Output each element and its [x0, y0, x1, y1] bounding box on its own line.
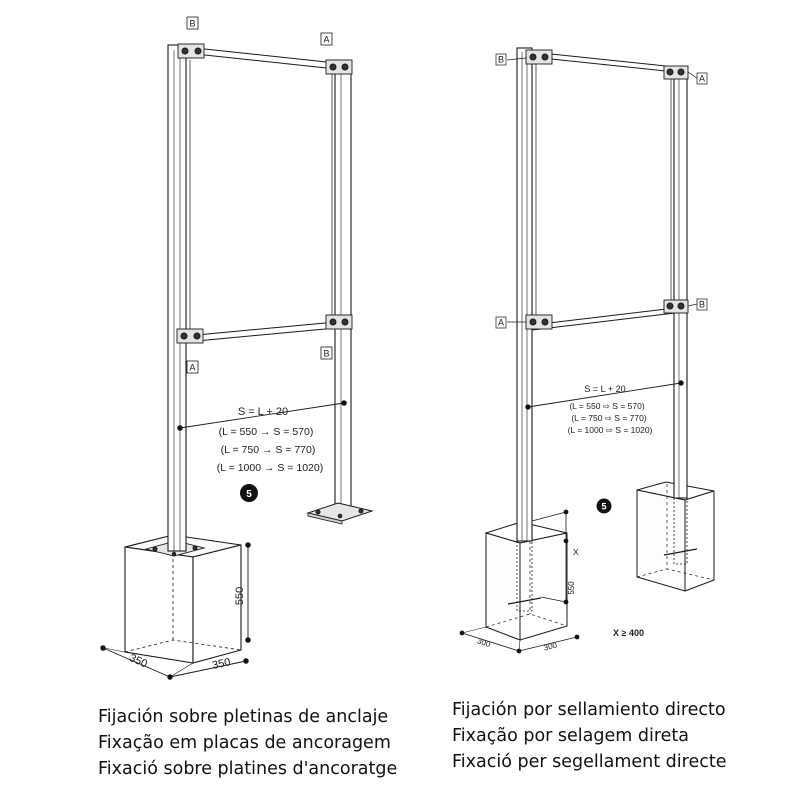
left-dim-width-right: 350: [211, 656, 231, 672]
left-caption-ca: Fixació sobre platines d'ancoratge: [98, 759, 398, 779]
right-dimension-lines: [459, 509, 580, 654]
svg-text:B: B: [699, 300, 705, 310]
left-panel-rails: [185, 46, 337, 343]
left-caption-es: Fijación sobre pletinas de anclaje: [98, 707, 389, 727]
right-dim-width-left: 300: [476, 636, 492, 649]
right-dim-x: X: [573, 547, 579, 557]
left-concrete-block: [124, 534, 242, 664]
svg-text:A: A: [323, 35, 329, 45]
left-formula-case-550: (L = 550 → S = 570): [219, 426, 314, 438]
left-post-1: [167, 44, 187, 552]
left-anchor-plate: [306, 502, 374, 525]
left-label-box-a-bottom: A: [186, 360, 199, 374]
svg-text:A: A: [498, 318, 504, 328]
right-s-dimension-line: [525, 380, 684, 410]
left-caption: Fijación sobre pletinas de anclaje Fixaç…: [98, 704, 397, 782]
right-formula-case-550: (L = 550 ⇨ S = 570): [569, 401, 644, 411]
right-label-box-b-bottom: B: [696, 298, 708, 311]
left-clamp-bottom-a: [176, 328, 204, 344]
right-figure: [459, 47, 715, 654]
left-figure: [100, 43, 374, 680]
svg-text:A: A: [189, 363, 195, 373]
right-caption-pt: Fixação por selagem direta: [452, 726, 690, 746]
left-dim-height: 550: [234, 587, 246, 605]
right-dim-height: 550: [567, 581, 576, 595]
right-caption-ca: Fixació per segellament directe: [452, 752, 727, 772]
right-constraint: X ≥ 400: [613, 628, 644, 638]
left-clamp-top-b: [177, 43, 205, 59]
right-clamp-bottom-b: [663, 299, 689, 314]
left-post-2: [334, 69, 352, 513]
left-label-box-b-top: B: [186, 16, 199, 30]
right-label-box-b-top: B: [495, 53, 507, 66]
svg-text:B: B: [189, 19, 195, 29]
left-formula-case-750: (L = 750 → S = 770): [221, 444, 316, 456]
right-panel-rails: [531, 51, 676, 331]
right-formula-main: S = L + 20: [584, 384, 625, 394]
left-clamp-bottom-b: [325, 314, 353, 330]
right-label-box-a-bottom: A: [495, 316, 507, 329]
right-clamp-bottom-a: [525, 314, 553, 330]
left-s-dimension-line: [177, 400, 347, 431]
left-formula-case-1000: (L = 1000 → S = 1020): [217, 462, 323, 474]
right-caption-es: Fijación por sellamiento directo: [452, 700, 726, 720]
right-post-1: [507, 47, 542, 612]
left-caption-pt: Fixação em placas de ancoragem: [98, 733, 391, 753]
right-clamp-top-a: [663, 65, 689, 80]
svg-text:5: 5: [601, 502, 606, 512]
left-step-badge: 5: [240, 484, 258, 502]
svg-text:5: 5: [246, 489, 252, 500]
svg-text:B: B: [323, 349, 329, 359]
left-label-box-a-top: A: [320, 32, 333, 46]
right-label-leaders: [506, 57, 698, 323]
right-clamp-top-b: [525, 49, 553, 65]
right-step-badge: 5: [596, 498, 612, 514]
right-formula-case-750: (L = 750 ⇨ S = 770): [571, 413, 646, 423]
right-formula-case-1000: (L = 1000 ⇨ S = 1020): [568, 425, 653, 435]
svg-text:A: A: [699, 74, 705, 84]
right-concrete-block-2: [636, 481, 715, 592]
left-clamp-top-a: [325, 59, 353, 75]
left-formula-main: S = L + 20: [238, 406, 288, 418]
right-caption: Fijación por sellamiento directo Fixação…: [452, 697, 726, 775]
left-dimension-lines: [100, 542, 251, 680]
left-label-box-b-bottom: B: [320, 346, 333, 360]
right-dim-width-right: 300: [543, 640, 559, 652]
right-label-box-a-top: A: [696, 72, 708, 85]
svg-text:B: B: [498, 55, 504, 65]
